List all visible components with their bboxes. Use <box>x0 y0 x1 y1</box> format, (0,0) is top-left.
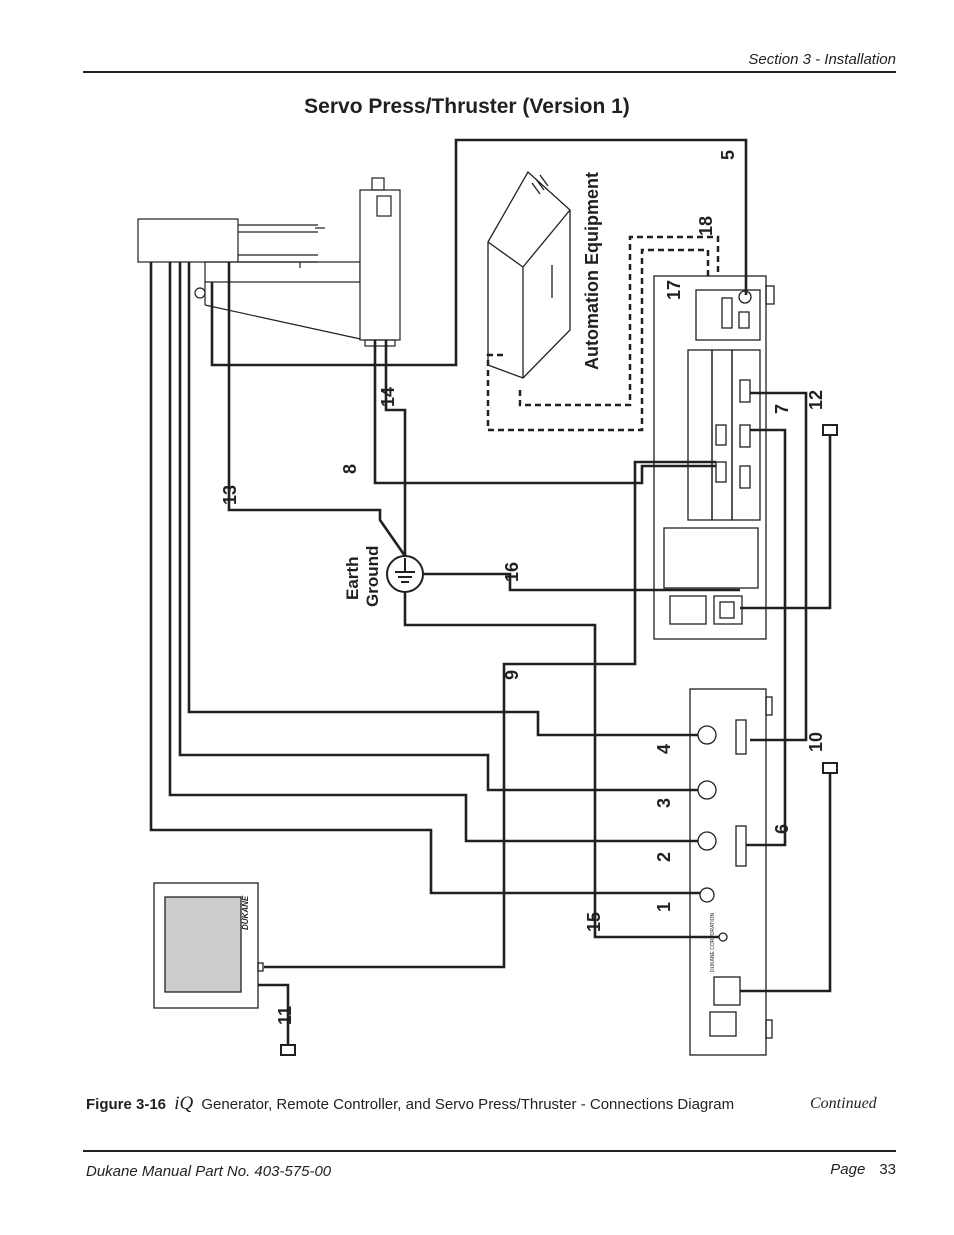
footer-rule <box>83 1150 896 1152</box>
earth-ground-symbol <box>386 555 424 593</box>
connection-number-13: 13 <box>220 485 240 505</box>
cable-2 <box>168 262 698 843</box>
cable-9 <box>264 460 716 969</box>
connection-number-15: 15 <box>584 912 604 932</box>
connection-number-1: 1 <box>654 902 674 912</box>
power-plugs <box>280 424 838 1056</box>
section-header: Section 3 - Installation <box>748 51 896 68</box>
cable-12 <box>750 391 808 742</box>
footer-part-number: Dukane Manual Part No. 403-575-00 <box>86 1163 332 1180</box>
connection-number-10: 10 <box>806 732 826 752</box>
cable-13 <box>227 262 407 557</box>
iq-generator-panel <box>653 275 775 640</box>
connection-number-5: 5 <box>718 150 738 160</box>
cable-16 <box>423 572 740 592</box>
cable-power-rc <box>740 770 832 993</box>
cable-8 <box>373 340 716 485</box>
connection-number-7: 7 <box>772 404 792 414</box>
figure-caption: Figure 3-16 iQ Generator, Remote Control… <box>86 1093 734 1115</box>
cables <box>149 138 832 1045</box>
cable-5 <box>210 138 748 367</box>
touch-monitor <box>153 882 264 1009</box>
continued-note: Continued <box>810 1095 877 1112</box>
page-label: Page <box>830 1161 866 1178</box>
automation-equipment-label: Automation Equipment <box>582 172 602 370</box>
earth-label-line1: Earth <box>343 557 362 600</box>
connection-number-11: 11 <box>275 1006 295 1025</box>
cable-1 <box>149 262 700 895</box>
automation-dashed-cables <box>486 235 720 432</box>
connection-number-8: 8 <box>340 464 360 474</box>
connection-number-4: 4 <box>654 744 674 754</box>
connection-number-14: 14 <box>378 387 398 407</box>
connection-number-12: 12 <box>806 390 826 410</box>
rc-panel-fineprint: DUKANE CORPORATION <box>710 913 716 972</box>
page-title: Servo Press/Thruster (Version 1) <box>304 95 630 118</box>
earth-label-line2: Ground <box>363 546 382 607</box>
cable-15 <box>403 592 719 939</box>
connection-number-6: 6 <box>772 824 792 834</box>
footer-page: Page 33 <box>830 1161 896 1178</box>
connection-number-16: 16 <box>502 562 522 582</box>
automation-equipment-box <box>487 170 571 379</box>
connection-number-3: 3 <box>654 798 674 808</box>
servo-press-thruster <box>137 177 401 347</box>
cable-3 <box>178 262 698 792</box>
cable-4 <box>187 262 698 737</box>
page-number: 33 <box>879 1161 896 1178</box>
connection-number-9: 9 <box>502 670 522 680</box>
figure-number: Figure 3-16 <box>86 1096 167 1113</box>
cable-14 <box>384 340 407 556</box>
product-name: iQ <box>174 1093 194 1114</box>
header-rule <box>83 71 896 73</box>
cable-11 <box>258 983 290 1045</box>
cable-7 <box>746 428 787 847</box>
remote-controller-panel <box>689 688 773 1056</box>
monitor-brand: DUKANE <box>241 895 250 930</box>
caption-text: Generator, Remote Controller, and Servo … <box>201 1096 735 1113</box>
connection-number-17: 17 <box>664 280 684 300</box>
cable-power-gen <box>740 432 832 610</box>
connection-number-2: 2 <box>654 852 674 862</box>
connection-number-18: 18 <box>696 216 716 236</box>
